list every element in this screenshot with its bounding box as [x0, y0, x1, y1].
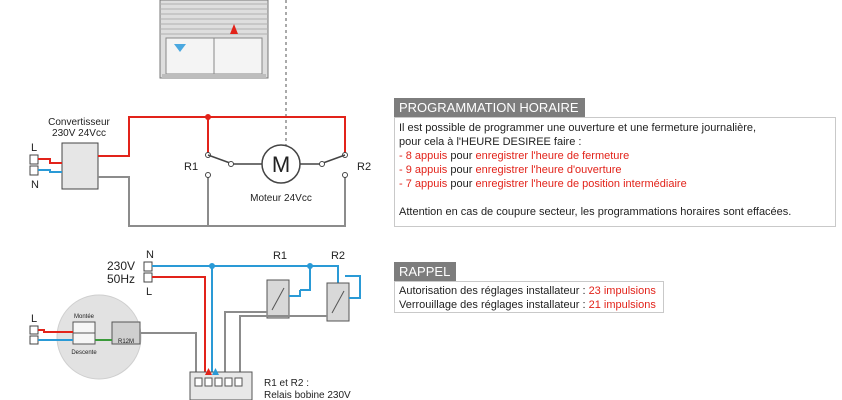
- motor-letter: M: [272, 152, 290, 177]
- programmation-panel: Il est possible de programmer une ouvert…: [394, 117, 836, 227]
- programmation-item: - 9 appuis pour enregistrer l'heure d'ou…: [399, 164, 622, 176]
- voltage-label: 230V: [107, 259, 135, 273]
- rappel-line-1: Autorisation des réglages installateur :…: [399, 285, 656, 297]
- relay-R1-title: R1: [273, 250, 287, 262]
- module-label: R12M: [118, 339, 134, 345]
- rappel-title: RAPPEL: [394, 262, 457, 281]
- switch-mount: [56, 294, 142, 380]
- rappel-panel: Autorisation des réglages installateur :…: [394, 281, 664, 313]
- programmation-intro-1: Il est possible de programmer une ouvert…: [399, 122, 757, 134]
- motor-symbol: [261, 144, 301, 184]
- programmation-title: PROGRAMMATION HORAIRE: [394, 98, 585, 117]
- supply-L-label: L: [146, 286, 152, 298]
- relay-R2-title: R2: [331, 250, 345, 262]
- converter-label-2: 230V 24Vcc: [52, 128, 106, 139]
- motor-label: Moteur 24Vcc: [250, 193, 312, 204]
- relay-R2-label: R2: [357, 161, 371, 173]
- relay-note-1: R1 et R2 :: [264, 378, 309, 389]
- programmation-warning: Attention en cas de coupure secteur, les…: [399, 206, 792, 218]
- supply-N-label: N: [146, 249, 154, 261]
- programmation-item: - 8 appuis pour enregistrer l'heure de f…: [399, 150, 630, 162]
- input-L-label: L: [31, 142, 37, 154]
- input-N-label: N: [31, 179, 39, 191]
- diagram-24v: Convertisseur 230V 24Vcc L N R1 R2: [29, 114, 371, 227]
- down-arrow-icon: [174, 44, 186, 52]
- converter-box: [61, 142, 99, 190]
- frequency-label: 50Hz: [107, 272, 135, 286]
- programmation-item: - 7 appuis pour enregistrer l'heure de p…: [399, 178, 687, 190]
- roller-shutter-window: [159, 0, 269, 79]
- switch-up-label: Montée: [74, 314, 95, 320]
- relay-note-2: Relais bobine 230V: [264, 390, 351, 400]
- programmation-intro-2: pour cela à l'HEURE DESIREE faire :: [399, 136, 582, 148]
- up-arrow-icon: [230, 24, 238, 34]
- rappel-line-2: Verrouillage des réglages installateur :…: [399, 299, 656, 311]
- converter-label-1: Convertisseur: [48, 117, 110, 128]
- diagram-230v: 230V 50Hz N L R1 R2 Montée Descente: [29, 249, 361, 400]
- switch-L-label: L: [31, 313, 37, 325]
- switch-down-label: Descente: [71, 350, 97, 356]
- relay-R1-label: R1: [184, 161, 198, 173]
